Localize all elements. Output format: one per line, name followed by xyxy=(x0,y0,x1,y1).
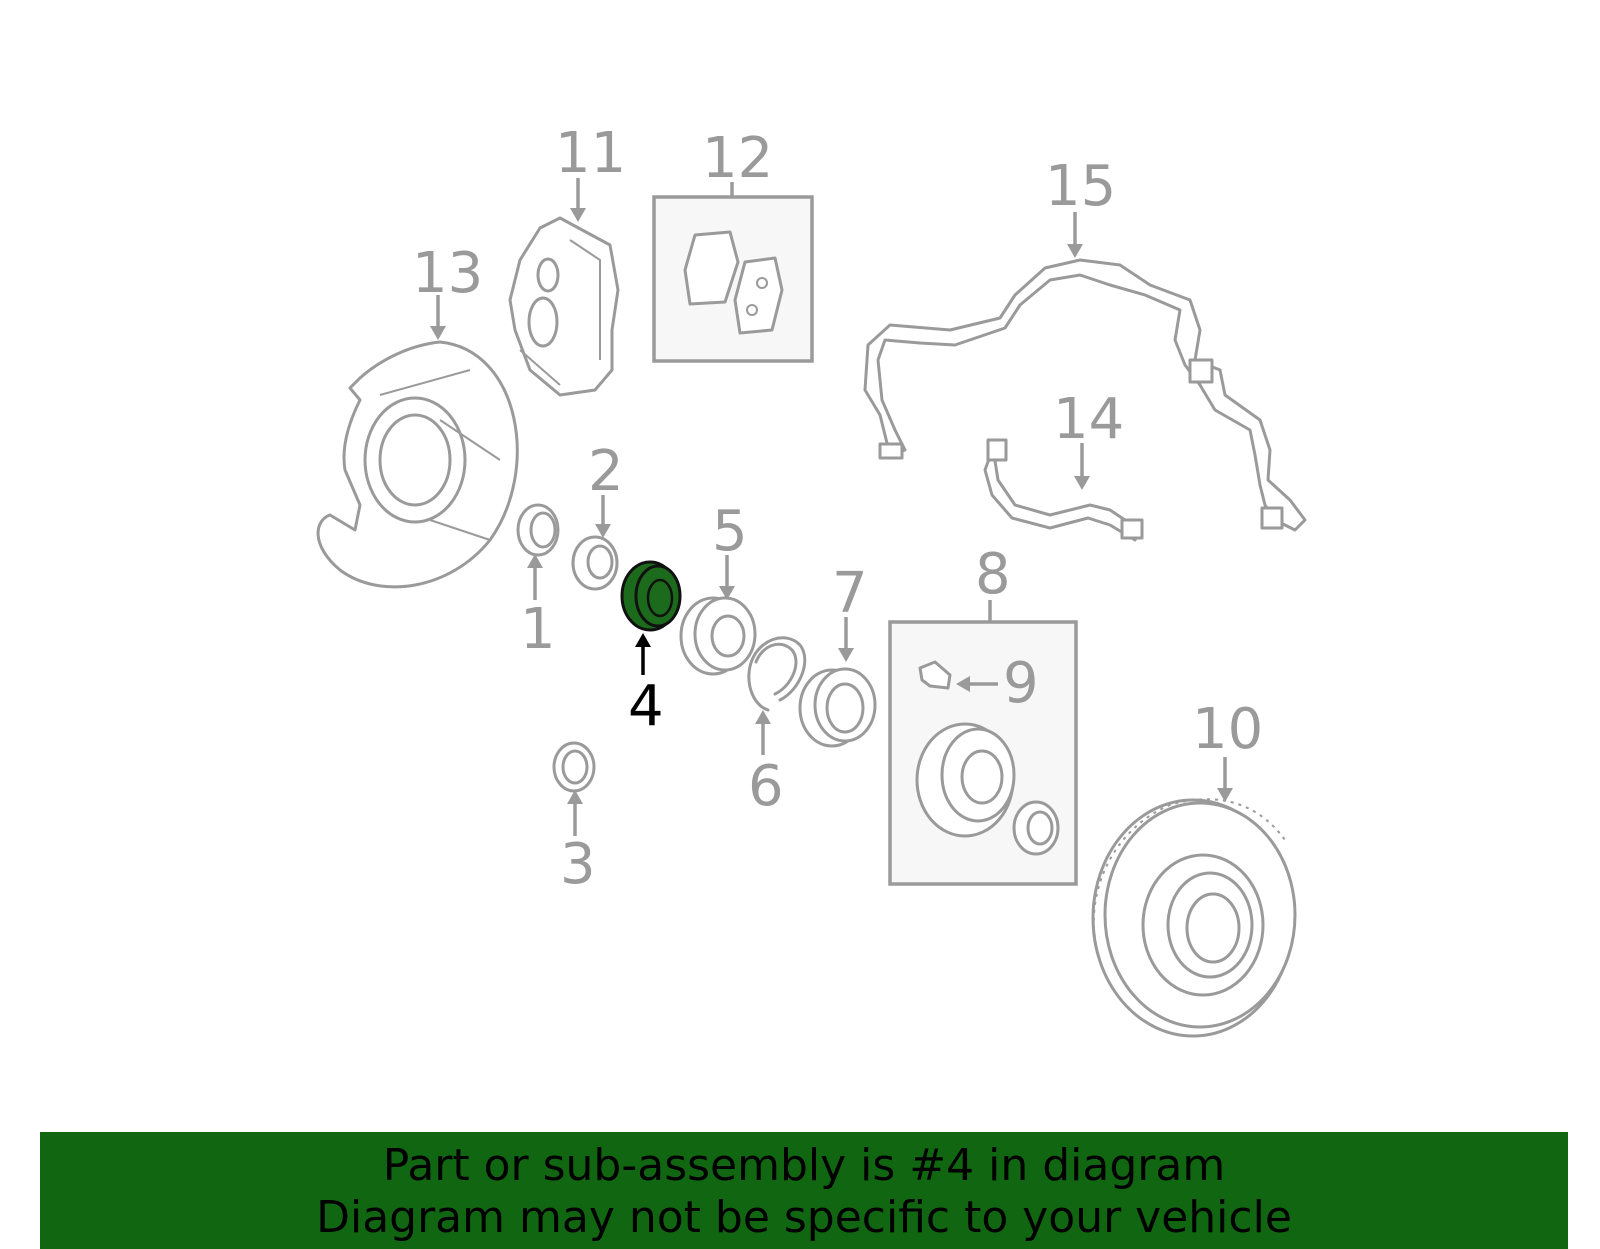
svg-text:1: 1 xyxy=(520,597,556,662)
part-6-snap-ring[interactable] xyxy=(747,636,807,712)
parts-diagram: 13 11 12 15 14 2 1 3 4 5 xyxy=(316,121,1307,1038)
callout-3: 3 xyxy=(560,790,596,897)
callout-15: 15 xyxy=(1045,154,1116,258)
part-7-seal[interactable] xyxy=(798,667,877,748)
svg-text:14: 14 xyxy=(1053,387,1124,452)
info-banner: Part or sub-assembly is #4 in diagram Di… xyxy=(40,1132,1568,1249)
callout-7: 7 xyxy=(832,561,868,662)
callout-11: 11 xyxy=(555,121,626,222)
svg-text:8: 8 xyxy=(975,542,1011,607)
callout-10: 10 xyxy=(1192,697,1263,802)
part-8-hub-assembly-box[interactable] xyxy=(888,620,1078,886)
svg-text:6: 6 xyxy=(748,754,784,819)
part-3-ring[interactable] xyxy=(552,741,596,793)
part-13-dust-shield[interactable] xyxy=(316,340,519,589)
svg-text:13: 13 xyxy=(412,241,483,306)
part-5-bearing[interactable] xyxy=(679,596,757,676)
callout-1: 1 xyxy=(520,554,556,662)
banner-line-part: Part or sub-assembly is #4 in diagram xyxy=(382,1140,1226,1191)
callout-13: 13 xyxy=(412,241,483,340)
callout-5: 5 xyxy=(712,499,748,600)
callout-14: 14 xyxy=(1053,387,1124,490)
svg-text:7: 7 xyxy=(832,561,868,626)
svg-text:4: 4 xyxy=(628,674,664,739)
callout-12: 12 xyxy=(702,126,773,197)
callout-9: 9 xyxy=(956,651,1039,716)
part-4-bearing-highlighted[interactable] xyxy=(620,560,682,632)
banner-line-disclaimer: Diagram may not be specific to your vehi… xyxy=(316,1192,1292,1243)
svg-text:12: 12 xyxy=(702,126,773,191)
svg-text:10: 10 xyxy=(1192,697,1263,762)
part-2-bearing-race[interactable] xyxy=(571,535,619,591)
svg-text:9: 9 xyxy=(1003,651,1039,716)
part-11-caliper[interactable] xyxy=(508,216,620,397)
svg-text:11: 11 xyxy=(555,121,626,186)
part-15-abs-harness[interactable] xyxy=(863,258,1307,532)
part-10-brake-rotor[interactable] xyxy=(1091,798,1297,1038)
part-12-brake-pads-box[interactable] xyxy=(652,195,814,363)
part-14-wheel-speed-sensor[interactable] xyxy=(983,438,1144,542)
callout-2: 2 xyxy=(588,439,624,538)
callout-6: 6 xyxy=(748,710,784,819)
svg-text:5: 5 xyxy=(712,499,748,564)
part-1-seal[interactable] xyxy=(516,503,560,557)
svg-text:2: 2 xyxy=(588,439,624,504)
svg-text:3: 3 xyxy=(560,832,596,897)
callout-4-highlighted: 4 xyxy=(628,633,664,739)
part-9-bolt[interactable] xyxy=(918,660,952,690)
callout-8: 8 xyxy=(975,542,1011,622)
svg-text:15: 15 xyxy=(1045,154,1116,219)
